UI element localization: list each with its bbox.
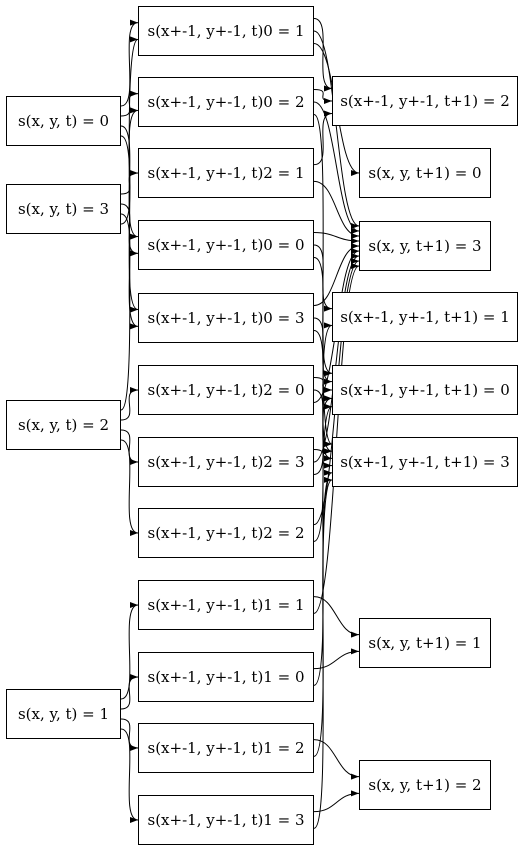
edge-l0-to-m01 [120,19,139,107]
node-left-state-0: s(x, y, t) = 0 [6,96,121,146]
node-middle-0-0: s(x+-1, y+-1, t)0 = 0 [138,220,314,270]
node-middle-1-2: s(x+-1, y+-1, t)1 = 2 [138,723,314,773]
edge-m13-to-rn3 [313,476,333,829]
edge-m01-to-r3 [313,30,360,229]
edge-l2-to-m23 [120,429,139,465]
edge-m21-to-r3 [313,180,360,239]
edge-l1-to-m13 [120,728,139,823]
node-middle-0-1: s(x+-1, y+-1, t)0 = 1 [138,6,314,56]
edge-m02-to-rn2 [313,89,333,104]
node-middle-1-0: s(x+-1, y+-1, t)1 = 0 [138,652,314,702]
edge-l2-to-m22 [120,439,139,536]
edge-l2-to-m01 [120,36,139,411]
edge-m13-to-r2 [313,790,360,813]
node-middle-0-2: s(x+-1, y+-1, t)0 = 2 [138,77,314,127]
edge-l1-to-m12 [120,718,139,751]
node-middle-2-0: s(x+-1, y+-1, t)2 = 0 [138,365,314,415]
node-right-state-2: s(x, y, t+1) = 2 [359,760,491,810]
edge-m02-to-r3 [313,101,360,234]
edge-m21-to-rn2 [313,110,333,166]
node-middle-2-3: s(x+-1, y+-1, t)2 = 3 [138,437,314,487]
node-middle-2-2: s(x+-1, y+-1, t)2 = 2 [138,508,314,558]
edge-m12-to-r2 [313,739,360,780]
node-middle-2-1: s(x+-1, y+-1, t)2 = 1 [138,148,314,198]
edge-m10-to-r1 [313,648,360,670]
edge-m01-to-rn2 [313,18,333,92]
node-right-state-0: s(x, y, t+1) = 0 [359,148,491,198]
node-right-state-1: s(x, y, t+1) = 1 [359,618,491,668]
edge-l2-to-m20 [120,387,139,421]
edge-m03-to-r3 [313,243,360,306]
edge-m22-to-rn1 [313,322,333,542]
node-right-neighbor-3: s(x+-1, y+-1, t+1) = 3 [332,437,518,487]
edge-l1-to-m10 [120,674,139,710]
edge-m00-to-rn0 [313,257,333,377]
node-middle-0-3: s(x+-1, y+-1, t)0 = 3 [138,293,314,343]
edge-m11-to-r1 [313,596,360,638]
edge-l1-to-m11 [120,602,139,700]
node-left-state-3: s(x, y, t) = 3 [6,184,121,234]
node-middle-1-1: s(x+-1, y+-1, t)1 = 1 [138,580,314,630]
node-right-neighbor-2: s(x+-1, y+-1, t+1) = 2 [332,76,518,126]
node-left-state-2: s(x, y, t) = 2 [6,400,121,450]
edge-m23-to-r3 [313,253,360,463]
node-right-neighbor-0: s(x+-1, y+-1, t+1) = 0 [332,365,518,415]
edge-m00-to-r3 [313,232,360,244]
node-right-neighbor-1: s(x+-1, y+-1, t+1) = 1 [332,292,518,342]
node-left-state-1: s(x, y, t) = 1 [6,689,121,739]
node-middle-1-3: s(x+-1, y+-1, t)1 = 3 [138,795,314,845]
node-right-state-3: s(x, y, t+1) = 3 [359,221,491,271]
